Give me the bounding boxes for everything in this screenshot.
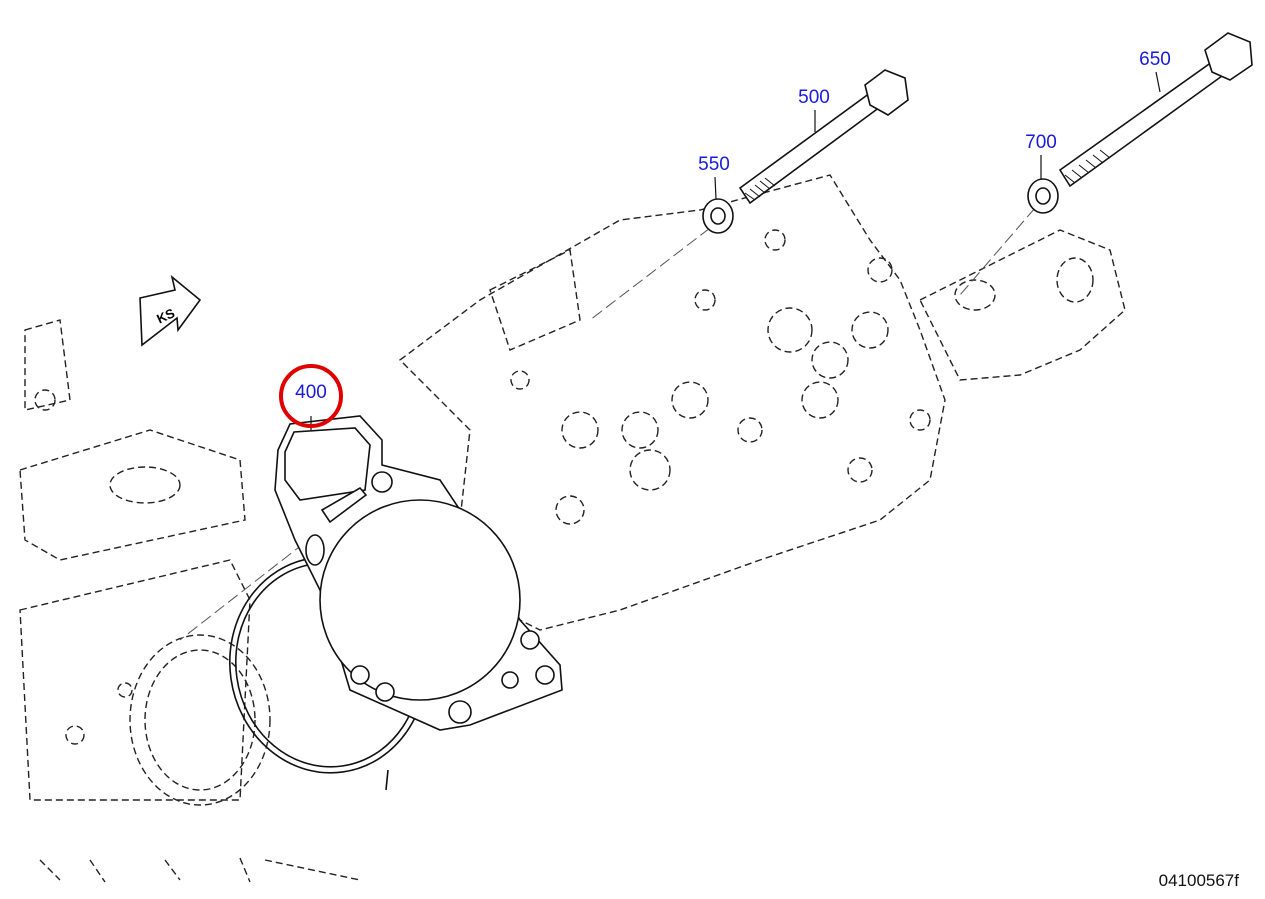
gasket-400 [274, 415, 563, 731]
leader-lines [310, 71, 1161, 430]
washer-700 [1027, 178, 1059, 214]
engine-block-outline [19, 319, 361, 883]
bolt-500 [738, 69, 909, 205]
callout-500[interactable]: 500 [798, 87, 830, 108]
callout-700[interactable]: 700 [1025, 132, 1057, 153]
drawing-number: 04100567f [1158, 871, 1239, 890]
ks-direction-arrow: KS [139, 274, 202, 347]
ks-label: KS [154, 305, 177, 326]
callout-650[interactable]: 650 [1139, 49, 1171, 70]
callout-400[interactable]: 400 [295, 382, 327, 403]
bolt-650 [1058, 32, 1253, 188]
washer-550 [702, 198, 734, 234]
highlight-circle-400 [279, 364, 343, 428]
callout-550[interactable]: 550 [698, 154, 730, 175]
